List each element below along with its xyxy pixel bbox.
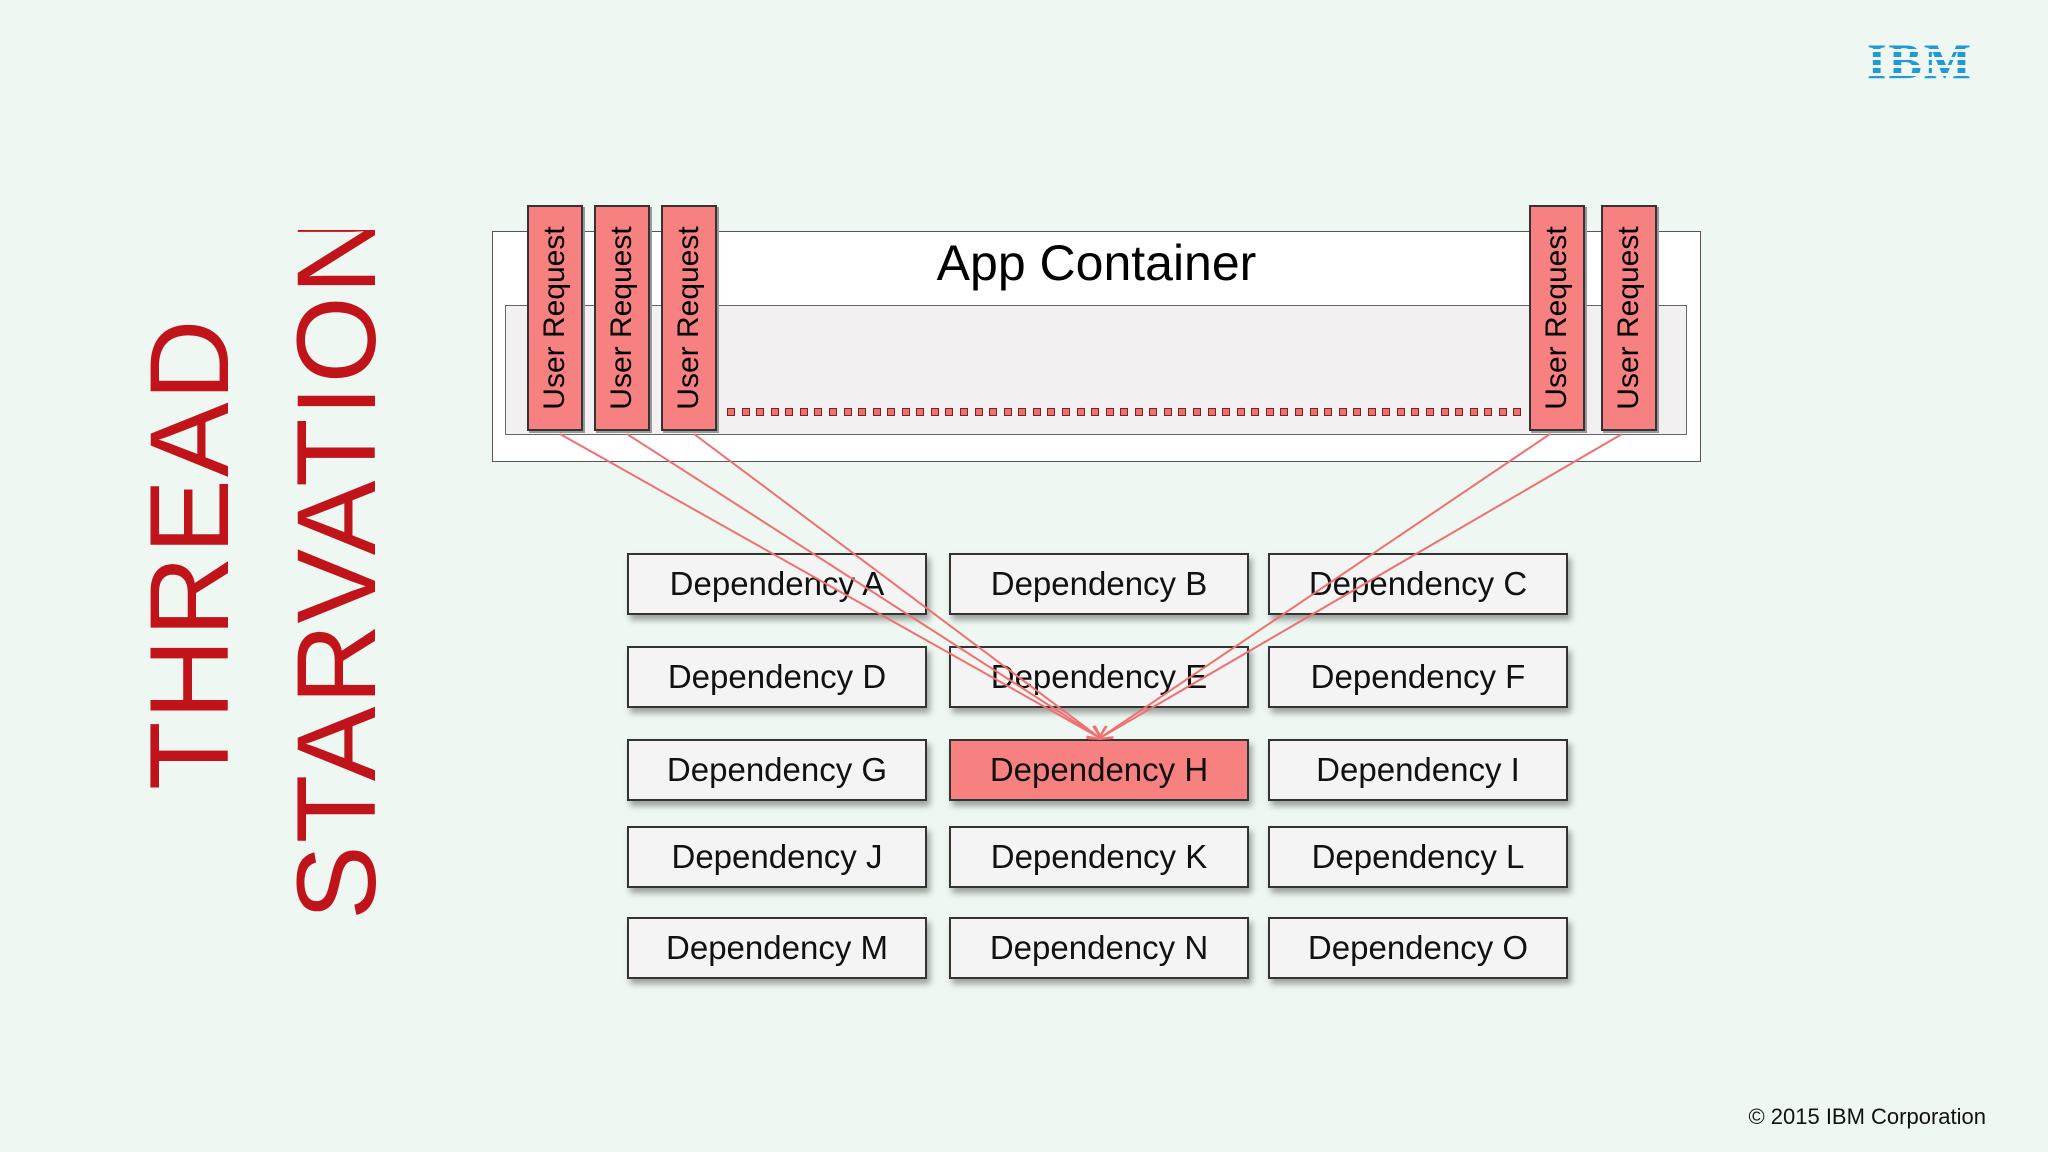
dependency-box: Dependency J: [627, 826, 927, 888]
thread-dot: [916, 408, 925, 416]
thread-dot: [1105, 408, 1114, 416]
thread-dot: [1061, 408, 1070, 416]
thread-dot: [814, 408, 823, 416]
thread-dot: [1178, 408, 1187, 416]
thread-dot: [770, 408, 779, 416]
thread-dot: [887, 408, 896, 416]
thread-dot: [1032, 408, 1041, 416]
ibm-logo: IBM: [1850, 33, 1990, 89]
thread-dot: [901, 408, 910, 416]
dependency-box: Dependency E: [949, 646, 1249, 708]
thread-dot: [1193, 408, 1201, 416]
dependency-box: Dependency G: [627, 739, 927, 801]
thread-dot: [1396, 408, 1405, 416]
thread-dot: [1251, 408, 1260, 416]
copyright-text: © 2015 IBM Corporation: [1748, 1104, 1986, 1129]
user-request-thread: User Request: [527, 205, 583, 431]
thread-dot: [741, 408, 750, 416]
dependency-box: Dependency O: [1268, 917, 1568, 979]
dependency-box: Dependency M: [627, 917, 927, 979]
thread-dot: [945, 408, 954, 416]
thread-dot: [858, 408, 867, 416]
thread-dot: [930, 408, 939, 416]
thread-dot: [1018, 408, 1027, 416]
thread-dot: [843, 408, 852, 416]
user-request-thread: User Request: [1601, 205, 1657, 431]
thread-dot: [727, 408, 735, 416]
dependency-box: Dependency D: [627, 646, 927, 708]
dependency-box: Dependency H: [949, 739, 1249, 801]
dependency-box: Dependency L: [1268, 826, 1568, 888]
thread-dot: [1513, 408, 1522, 416]
thread-label: User Request: [672, 226, 705, 410]
thread-dot: [1047, 408, 1056, 416]
app-container-label: App Container: [936, 235, 1257, 291]
thread-dot: [828, 408, 837, 416]
thread-dot: [1163, 408, 1172, 416]
thread-dot: [1426, 408, 1434, 416]
user-request-thread: User Request: [1529, 205, 1585, 431]
thread-dot: [1484, 408, 1493, 416]
thread-dot: [1455, 408, 1464, 416]
dependency-box: Dependency N: [949, 917, 1249, 979]
ibm-logo-text: IBM: [1867, 36, 1973, 84]
thread-label: User Request: [538, 226, 571, 410]
thread-label: User Request: [605, 226, 638, 410]
thread-label: User Request: [1612, 226, 1645, 410]
dependency-box: Dependency F: [1268, 646, 1568, 708]
thread-dot: [1207, 408, 1216, 416]
thread-dot: [1294, 408, 1303, 416]
thread-dot: [960, 408, 968, 416]
thread-dot: [1120, 408, 1129, 416]
thread-dot: [1076, 408, 1085, 416]
thread-dot: [1440, 408, 1449, 416]
dependency-box: Dependency K: [949, 826, 1249, 888]
title-line-thread: THREAD: [127, 318, 252, 790]
thread-dot: [1149, 408, 1158, 416]
thread-dot: [1222, 408, 1231, 416]
thread-dot: [1091, 408, 1100, 416]
thread-dot: [785, 408, 794, 416]
thread-label: User Request: [1540, 226, 1573, 410]
thread-dot: [1367, 408, 1376, 416]
thread-dot: [799, 408, 808, 416]
thread-dot: [1469, 408, 1478, 416]
thread-dot: [989, 408, 998, 416]
user-request-thread: User Request: [594, 205, 650, 431]
thread-dot: [1236, 408, 1245, 416]
thread-dot: [1134, 408, 1143, 416]
thread-dot: [1324, 408, 1333, 416]
dependency-box: Dependency I: [1268, 739, 1568, 801]
more-threads-indicator: [727, 408, 1522, 420]
thread-dot: [974, 408, 983, 416]
thread-dot: [1411, 408, 1420, 416]
dependency-box: Dependency B: [949, 553, 1249, 615]
dependency-box: Dependency C: [1268, 553, 1568, 615]
slide-title: THREAD STARVATION!: [80, 178, 420, 950]
thread-dot: [1265, 408, 1274, 416]
user-request-thread: User Request: [661, 205, 717, 431]
thread-dot: [1003, 408, 1012, 416]
thread-dot: [756, 408, 765, 416]
thread-dot: [1338, 408, 1347, 416]
thread-dot: [1280, 408, 1289, 416]
title-line-starvation: STARVATION!: [274, 230, 399, 920]
thread-dot: [1382, 408, 1391, 416]
thread-dot: [1353, 408, 1362, 416]
thread-dot: [872, 408, 881, 416]
dependency-box: Dependency A: [627, 553, 927, 615]
thread-dot: [1498, 408, 1507, 416]
thread-dot: [1309, 408, 1318, 416]
